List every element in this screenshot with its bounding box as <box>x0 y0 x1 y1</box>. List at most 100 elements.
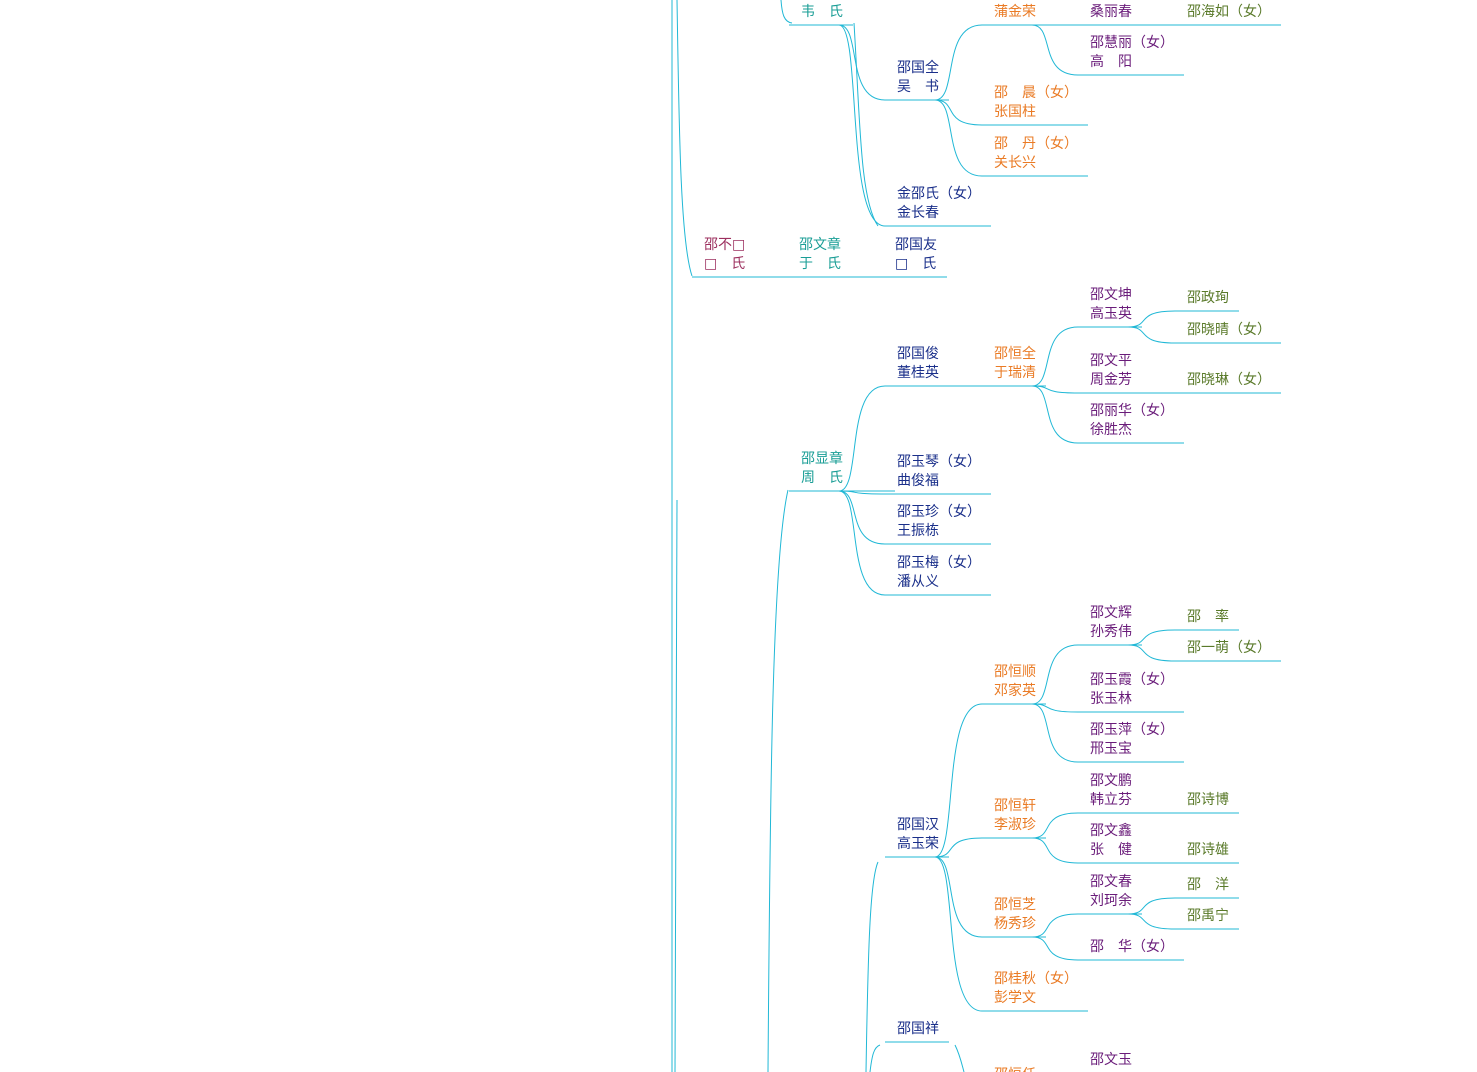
person-node-wenxin: 邵文鑫张 健 <box>1090 822 1132 860</box>
person-name: 邵国全 <box>897 60 939 76</box>
connector-hengquan-lihua <box>1031 385 1079 444</box>
person-name: 邵恒轩 <box>994 798 1036 814</box>
spouse-name: 李淑珍 <box>994 817 1036 833</box>
person-node-pu_jinrong: 蒲金荣 <box>994 3 1036 22</box>
person-name: 邵恒任 <box>994 1066 1036 1072</box>
person-node-yuxia: 邵玉霞（女） 张玉林 <box>1090 671 1174 709</box>
person-node-guohan: 邵国汉高玉荣 <box>897 816 939 854</box>
person-node-xiaolin: 邵晓琳（女） <box>1187 371 1271 390</box>
spouse-name: 张国柱 <box>994 104 1036 120</box>
trunk-to-buxx <box>676 0 693 277</box>
person-node-huili: 邵慧丽（女） 高 阳 <box>1090 34 1174 72</box>
spouse-name: 王振栋 <box>897 523 939 539</box>
person-node-hairu: 邵海如（女） <box>1187 3 1271 22</box>
connector-wenchun-yang <box>1127 897 1176 915</box>
connector-xianzhang-guojun <box>838 385 886 492</box>
spouse-name: 彭学文 <box>994 990 1036 1006</box>
person-name: 邵文鹏 <box>1090 773 1132 789</box>
person-name: 邵政珣 <box>1187 290 1229 306</box>
person-node-yuning: 邵禹宁 <box>1187 907 1229 926</box>
person-node-buxx: 邵不□□ 氏 <box>704 236 745 274</box>
connector-guoxiang-child <box>954 1044 965 1072</box>
connector-xianzhang-yuqin <box>838 490 886 495</box>
spouse-name: 邢玉宝 <box>1090 741 1132 757</box>
trunk-to-weishi <box>780 0 793 24</box>
connector-wenkun-xiaoqing <box>1127 326 1176 344</box>
person-name: 邵玉萍（女） <box>1090 722 1174 738</box>
person-node-zhengxun: 邵政珣 <box>1187 289 1229 308</box>
connector-hengquan-wenkun <box>1031 326 1079 387</box>
spouse-name: 杨秀珍 <box>994 916 1036 932</box>
person-node-hengshun: 邵恒顺邓家英 <box>994 663 1036 701</box>
connector-wei_shi-guoquan <box>838 24 886 101</box>
person-node-hengxuan: 邵恒轩李淑珍 <box>994 797 1036 835</box>
connector-hengshun-yuping <box>1031 703 1079 763</box>
person-node-wenyu: 邵文玉 <box>1090 1051 1132 1070</box>
person-name: 邵文春 <box>1090 874 1132 890</box>
spouse-name: 刘珂余 <box>1090 893 1132 909</box>
person-node-yuping: 邵玉萍（女） 邢玉宝 <box>1090 721 1174 759</box>
person-node-yimeng: 邵一萌（女） <box>1187 639 1271 658</box>
spouse-name: 邓家英 <box>994 683 1036 699</box>
person-node-shuai: 邵 率 <box>1187 608 1229 627</box>
connector-wenhui-shuai <box>1127 629 1176 646</box>
person-node-hengzhi: 邵恒芝杨秀珍 <box>994 896 1036 934</box>
spouse-name: 张玉林 <box>1090 691 1132 707</box>
person-name: 邵玉霞（女） <box>1090 672 1174 688</box>
person-node-guiqiu: 邵桂秋（女）彭学文 <box>994 970 1078 1008</box>
person-name: 邵文章 <box>799 237 841 253</box>
person-node-xiaoqing: 邵晓晴（女） <box>1187 321 1271 340</box>
person-name: 邵 率 <box>1187 609 1229 625</box>
person-node-shixiong: 邵诗雄 <box>1187 841 1229 860</box>
person-node-guoquan: 邵国全吴 书 <box>897 59 939 97</box>
connector-hengshun-yuxia <box>1031 703 1079 713</box>
connector-weishi-jinshao-trunk <box>853 22 879 227</box>
person-name: 邵国祥 <box>897 1021 939 1037</box>
person-node-wei_shi: 韦 氏 <box>801 3 843 22</box>
person-name: 邵晓琳（女） <box>1187 372 1271 388</box>
person-node-hengx_cut: 邵恒任 <box>994 1066 1036 1072</box>
connector-guoquan-pu_jinrong <box>934 24 983 101</box>
person-node-guoxiang: 邵国祥 <box>897 1020 939 1039</box>
spouse-name: 金长春 <box>897 205 939 221</box>
connector-hengxuan-wenxin <box>1031 837 1079 864</box>
person-node-wenhui: 邵文辉孙秀伟 <box>1090 604 1132 642</box>
spouse-name: 于瑞清 <box>994 365 1036 381</box>
spouse-name: 吴 书 <box>897 79 939 95</box>
person-name: 邵文玉 <box>1090 1052 1132 1068</box>
person-name: 邵丽华（女） <box>1090 403 1174 419</box>
person-name: 邵一萌（女） <box>1187 640 1271 656</box>
connector-guohan-hengzhi <box>934 856 983 938</box>
person-name: 邵国友 <box>895 237 937 253</box>
person-name: 邵 华（女） <box>1090 939 1174 955</box>
person-node-dan: 邵 丹（女）关长兴 <box>994 135 1078 173</box>
connector-xianzhang-yuzhen <box>838 490 886 545</box>
connector-guohan-guiqiu <box>934 856 983 1012</box>
person-name: 邵国汉 <box>897 817 939 833</box>
spouse-name: □ 氏 <box>704 256 746 272</box>
person-name: 邵玉珍（女） <box>897 504 981 520</box>
connector-wenhui-yimeng <box>1127 644 1176 662</box>
spouse-name: 高玉荣 <box>897 836 939 852</box>
connector-hengzhi-wenchun <box>1031 913 1079 938</box>
person-name: 韦 氏 <box>801 4 843 20</box>
person-name: 邵文鑫 <box>1090 823 1132 839</box>
person-name: 邵慧丽（女） <box>1090 35 1174 51</box>
spouse-name: 潘从义 <box>897 574 939 590</box>
person-name: 邵 洋 <box>1187 877 1229 893</box>
person-name: 邵文平 <box>1090 353 1132 369</box>
person-name: 邵 丹（女） <box>994 136 1078 152</box>
connector-hengxuan-wenpeng <box>1031 812 1079 839</box>
person-name: 邵恒全 <box>994 346 1036 362</box>
person-name: 邵恒顺 <box>994 664 1036 680</box>
person-node-wenkun: 邵文坤高玉英 <box>1090 286 1132 324</box>
connector-wenkun-zhengxun <box>1127 310 1176 328</box>
connector-hengquan-wenping <box>1031 385 1079 394</box>
person-node-guoyou: 邵国友□ 氏 <box>895 236 937 274</box>
person-node-shibo: 邵诗博 <box>1187 791 1229 810</box>
spouse-name: 高 阳 <box>1090 54 1132 70</box>
person-name: 蒲金荣 <box>994 4 1036 20</box>
connector-xianzhang-guohan <box>865 861 879 1072</box>
